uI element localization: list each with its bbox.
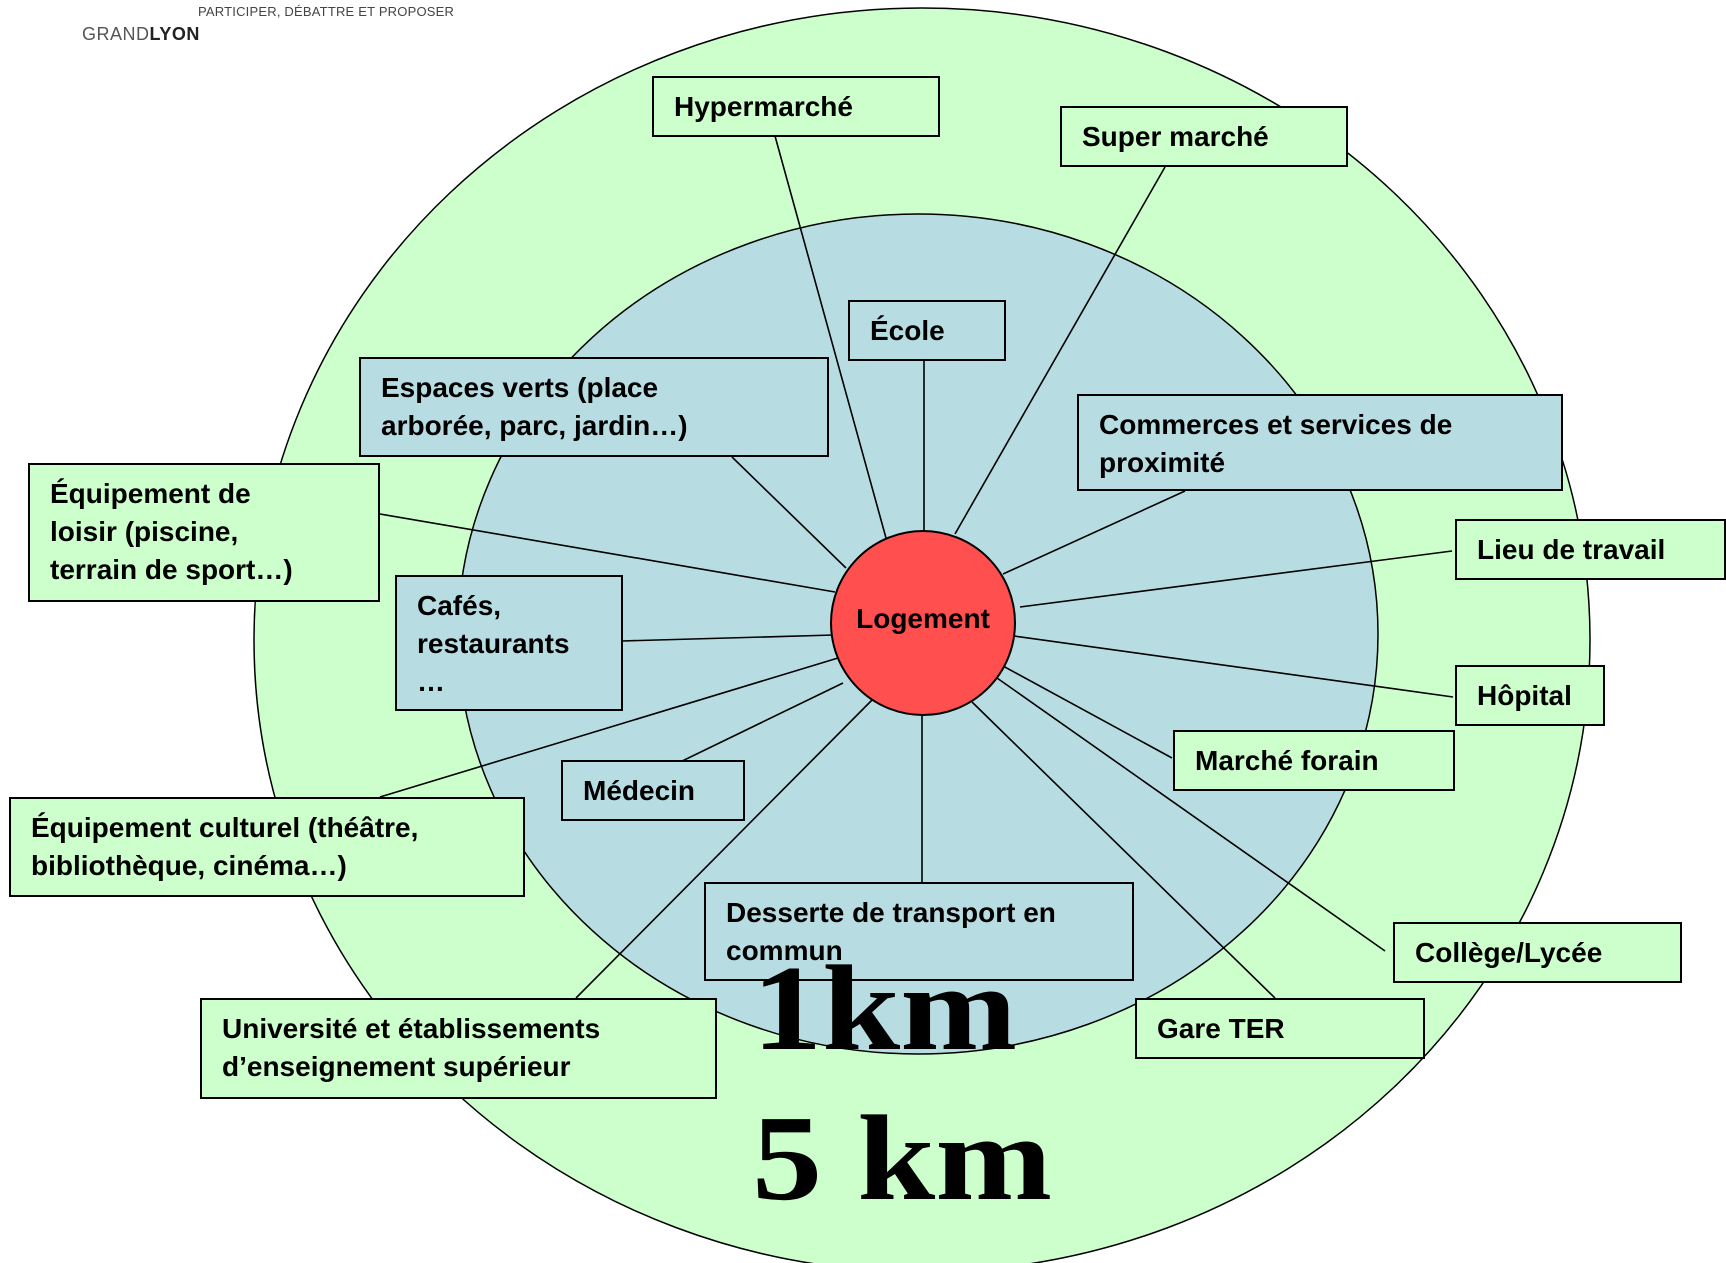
box-ecole: École (848, 300, 1006, 361)
label-hypermarche: Hypermarché (674, 91, 853, 122)
distance-label-5km: 5 km (752, 1091, 1053, 1226)
grandlyon-logo: GRANDLYON (82, 24, 200, 45)
connector-lieu-travail (1019, 550, 1453, 608)
logo-brand-bold: LYON (149, 24, 200, 44)
box-universite: Université et établissements d’enseignem… (200, 998, 717, 1099)
label-gare-ter: Gare TER (1157, 1013, 1285, 1044)
connector-commerces (1002, 490, 1186, 575)
connector-cafes (621, 634, 835, 642)
box-hypermarche: Hypermarché (652, 76, 940, 137)
connector-marche-forain (1002, 665, 1173, 759)
connector-super-marche (954, 166, 1166, 535)
connector-equipement-culturel (379, 657, 839, 798)
connector-gare-ter (971, 701, 1276, 999)
box-gare-ter: Gare TER (1135, 998, 1425, 1059)
box-marche-forain: Marché forain (1173, 730, 1455, 791)
connector-espaces-verts (731, 456, 847, 569)
label-espaces-verts: Espaces verts (place arborée, parc, jard… (381, 372, 688, 441)
label-super-marche: Super marché (1082, 121, 1269, 152)
connector-hopital (1013, 635, 1454, 698)
label-desserte-transport: Desserte de transport en commun (726, 897, 1056, 966)
box-equipement-culturel: Équipement culturel (théâtre, bibliothèq… (9, 797, 525, 897)
label-college-lycee: Collège/Lycée (1415, 937, 1603, 968)
logo-tagline: PARTICIPER, DÉBATTRE ET PROPOSER (198, 4, 455, 19)
connector-lines (379, 135, 1454, 999)
connector-medecin (675, 682, 844, 765)
box-college-lycee: Collège/Lycée (1393, 922, 1682, 983)
label-universite: Université et établissements d’enseignem… (222, 1013, 601, 1082)
box-super-marche: Super marché (1060, 106, 1348, 167)
box-cafes: Cafés, restaurants … (395, 575, 623, 711)
box-medecin: Médecin (561, 760, 745, 821)
connector-college-lycee (996, 677, 1386, 952)
label-commerces: Commerces et services de proximité (1099, 409, 1453, 478)
label-equipement-culturel: Équipement culturel (théâtre, bibliothèq… (31, 812, 419, 881)
label-lieu-travail: Lieu de travail (1477, 534, 1666, 565)
center-label-logement: Logement (856, 603, 990, 634)
label-cafes: Cafés, restaurants … (417, 590, 570, 697)
label-ecole: École (870, 315, 945, 346)
distance-label-1km: 1km (752, 941, 1018, 1076)
logo-brand-light: GRAND (82, 24, 150, 44)
label-hopital: Hôpital (1477, 680, 1572, 711)
box-equipement-loisir: Équipement de loisir (piscine, terrain d… (28, 463, 380, 602)
center-home-circle (830, 530, 1016, 716)
box-desserte-transport: Desserte de transport en commun (704, 882, 1134, 981)
connector-universite (575, 695, 877, 999)
connector-hypermarche (774, 135, 887, 539)
label-equipement-loisir: Équipement de loisir (piscine, terrain d… (50, 478, 293, 585)
label-medecin: Médecin (583, 775, 696, 806)
label-marche-forain: Marché forain (1195, 745, 1379, 776)
box-lieu-travail: Lieu de travail (1455, 519, 1726, 580)
box-commerces: Commerces et services de proximité (1077, 394, 1563, 491)
connector-equipement-loisir (379, 513, 836, 593)
box-hopital: Hôpital (1455, 665, 1605, 726)
box-espaces-verts: Espaces verts (place arborée, parc, jard… (359, 357, 829, 457)
